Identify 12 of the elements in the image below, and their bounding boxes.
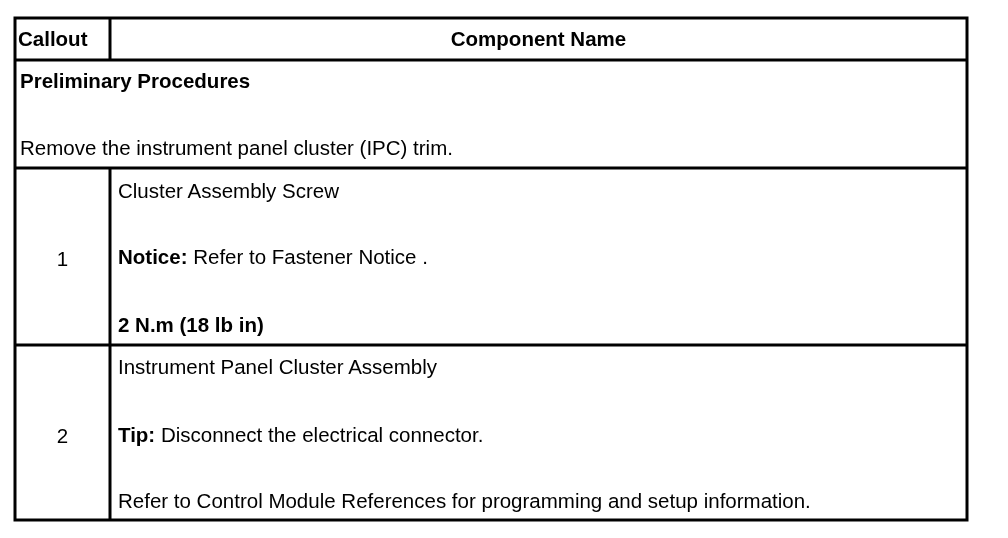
column-header: Callout: [18, 27, 88, 50]
component-name: Cluster Assembly Screw: [118, 179, 339, 202]
component-name: Instrument Panel Cluster Assembly: [118, 355, 438, 378]
tip-text: Tip: Disconnect the electrical connector.: [118, 423, 484, 446]
torque-spec: 2 N.m (18 lb in): [118, 313, 264, 336]
callout-number: 1: [56, 247, 69, 270]
notice-text: Notice: Refer to Fastener Notice .: [118, 245, 428, 268]
callout-number: 2: [56, 424, 69, 447]
reference-text: Refer to Control Module References for programming and setup information.: [118, 489, 811, 512]
section-heading: Preliminary Procedures: [20, 69, 251, 92]
column-header: Component Name: [450, 27, 627, 50]
instruction-text: Remove the instrument panel cluster (IPC) trim.: [20, 136, 453, 159]
